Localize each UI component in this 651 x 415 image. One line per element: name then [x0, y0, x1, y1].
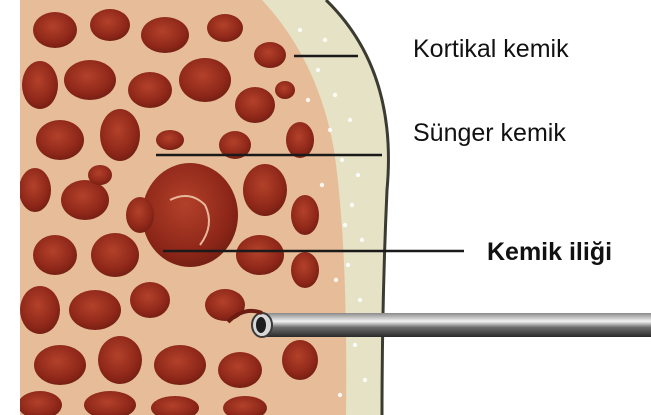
cortical-pore [350, 203, 354, 207]
marrow-cavity [154, 345, 206, 385]
cortical-pore [334, 278, 338, 282]
marrow-cavity [207, 14, 243, 42]
label-cortical-bone: Kortikal kemik [413, 37, 569, 62]
marrow-cavity [205, 289, 245, 321]
label-spongy-bone: Sünger kemik [413, 121, 566, 146]
cortical-pore [353, 343, 357, 347]
marrow-cavity [98, 336, 142, 384]
marrow-cavity [291, 252, 319, 288]
cortical-pore [360, 238, 364, 242]
marrow-cavity [20, 286, 60, 334]
marrow-cavity [235, 87, 275, 123]
marrow-cavity [36, 120, 84, 160]
cortical-pore [298, 28, 302, 32]
cortical-pore [323, 38, 327, 42]
marrow-cavity [91, 233, 139, 277]
marrow-cavity [282, 340, 318, 380]
marrow-cavity [34, 345, 86, 385]
marrow-cavity [218, 352, 262, 388]
marrow-cavity [156, 130, 184, 150]
marrow-cavity [130, 282, 170, 318]
marrow-cavity [179, 58, 231, 102]
marrow-cavity [291, 195, 319, 235]
marrow-cavity [33, 12, 77, 48]
cortical-pore [358, 298, 362, 302]
marrow-cavity [33, 235, 77, 275]
cortical-pore [328, 128, 332, 132]
marrow-cavity [64, 60, 116, 100]
marrow-cavity [243, 164, 287, 216]
marrow-cavity [90, 9, 130, 41]
cortical-pore [356, 173, 360, 177]
marrow-cavity [236, 235, 284, 275]
marrow-cavity [275, 81, 295, 99]
marrow-cavity [88, 165, 112, 185]
cortical-pore [333, 93, 337, 97]
cortical-pore [320, 183, 324, 187]
cortical-pore [346, 263, 350, 267]
biopsy-needle [228, 311, 651, 337]
cortical-pore [348, 118, 352, 122]
marrow-cavity [22, 61, 58, 109]
cortical-pore [343, 223, 347, 227]
marrow-cavity [254, 42, 286, 68]
cortical-pore [316, 68, 320, 72]
marrow-cavity [128, 72, 172, 108]
marrow-cavity [141, 17, 189, 53]
marrow-cavity [61, 180, 109, 220]
cortical-pore [363, 378, 367, 382]
marrow-cavity [100, 109, 140, 161]
marrow-cavity [286, 122, 314, 158]
cortical-pore [338, 393, 342, 397]
cortical-pore [306, 98, 310, 102]
label-bone-marrow: Kemik iliği [487, 240, 612, 265]
marrow-cavity [69, 290, 121, 330]
marrow-cavity [19, 168, 51, 212]
cortical-pore [340, 158, 344, 162]
marrow-cavity [126, 197, 154, 233]
